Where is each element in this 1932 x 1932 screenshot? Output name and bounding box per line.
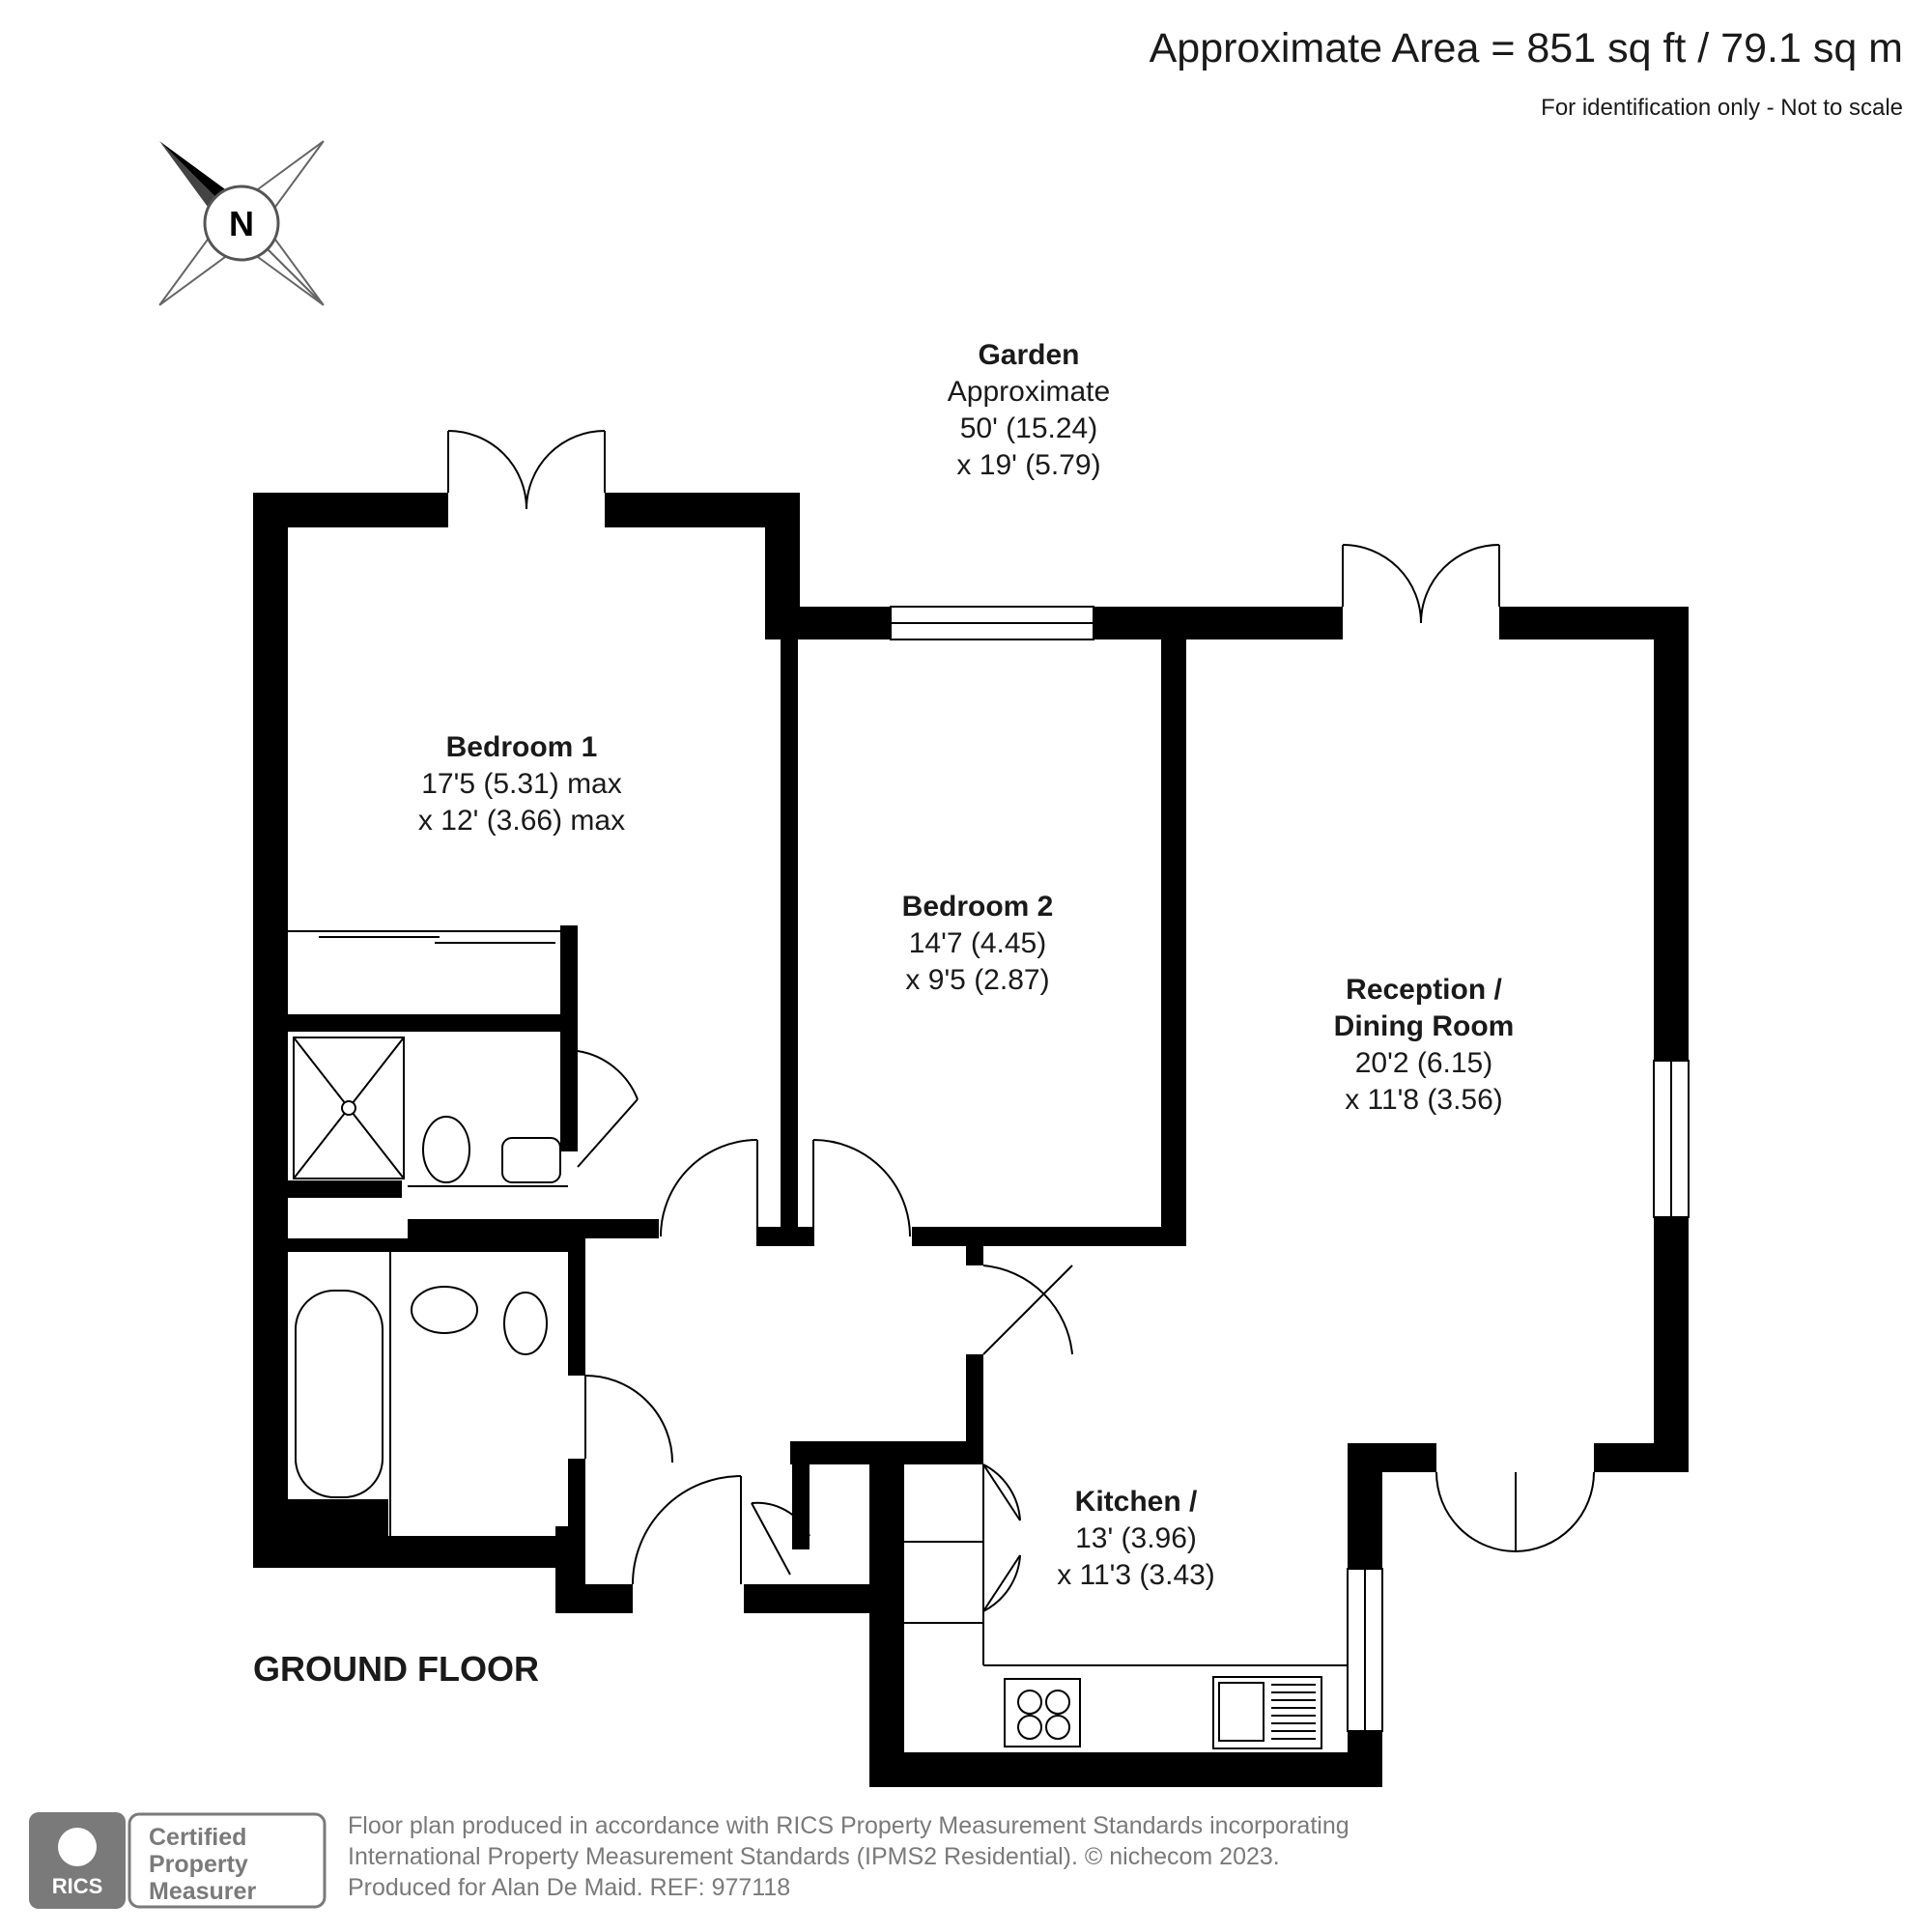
kitchen-name: Kitchen / <box>1074 1486 1198 1518</box>
fixtures <box>293 1037 1348 1749</box>
bedroom2-line1: 14'7 (4.45) <box>908 927 1047 959</box>
bedroom1-line2: x 12' (3.66) max <box>417 805 626 837</box>
compass-icon: N <box>158 140 325 306</box>
badge-line2: Property <box>149 1851 248 1878</box>
bedroom2-name: Bedroom 2 <box>901 891 1054 923</box>
garden-line2: 50' (15.24) <box>959 412 1098 444</box>
reception-line2: x 11'8 (3.56) <box>1345 1084 1503 1116</box>
kitchen-label: Kitchen / 13' (3.96) x 11'3 (3.43) <box>1057 1484 1215 1594</box>
rics-logo-text: RICS <box>52 1874 103 1898</box>
footer-text: Floor plan produced in accordance with R… <box>348 1810 1350 1903</box>
reception-name1: Reception / <box>1346 974 1502 1006</box>
reception-line1: 20'2 (6.15) <box>1354 1047 1493 1079</box>
lion-icon <box>58 1828 97 1866</box>
bedroom2-line2: x 9'5 (2.87) <box>905 964 1050 996</box>
garden-line3: x 19' (5.79) <box>956 449 1101 481</box>
reception-name2: Dining Room <box>1333 1010 1515 1042</box>
garden-line1: Approximate <box>947 376 1111 408</box>
windows <box>890 606 1690 1732</box>
approximate-area: Approximate Area = 851 sq ft / 79.1 sq m <box>1149 25 1903 71</box>
footer-line3: Produced for Alan De Maid. REF: 977118 <box>348 1874 791 1901</box>
floor-label: GROUND FLOOR <box>253 1649 539 1689</box>
garden-name: Garden <box>978 339 1080 371</box>
scale-note: For identification only - Not to scale <box>1541 95 1903 121</box>
bedroom1-line1: 17'5 (5.31) max <box>421 768 622 800</box>
footer-line2: International Property Measurement Stand… <box>348 1843 1280 1870</box>
kitchen-line2: x 11'3 (3.43) <box>1057 1559 1215 1591</box>
doors <box>288 430 1595 1612</box>
footer-line1: Floor plan produced in accordance with R… <box>348 1812 1350 1839</box>
garden-label: Garden Approximate 50' (15.24) x 19' (5.… <box>948 337 1110 484</box>
bedroom2-label: Bedroom 2 14'7 (4.45) x 9'5 (2.87) <box>902 889 1054 999</box>
reception-label: Reception / Dining Room 20'2 (6.15) x 11… <box>1334 972 1515 1119</box>
bedroom1-name: Bedroom 1 <box>445 731 598 763</box>
badge-line3: Measurer <box>149 1878 256 1905</box>
kitchen-line1: 13' (3.96) <box>1075 1522 1197 1554</box>
compass-north-label: N <box>229 204 254 243</box>
badge-line1: Certified <box>149 1824 246 1851</box>
bedroom1-label: Bedroom 1 17'5 (5.31) max x 12' (3.66) m… <box>418 729 625 839</box>
rics-badge: RICS Certified Property Measurer <box>29 1812 328 1909</box>
walls <box>253 493 1689 1787</box>
